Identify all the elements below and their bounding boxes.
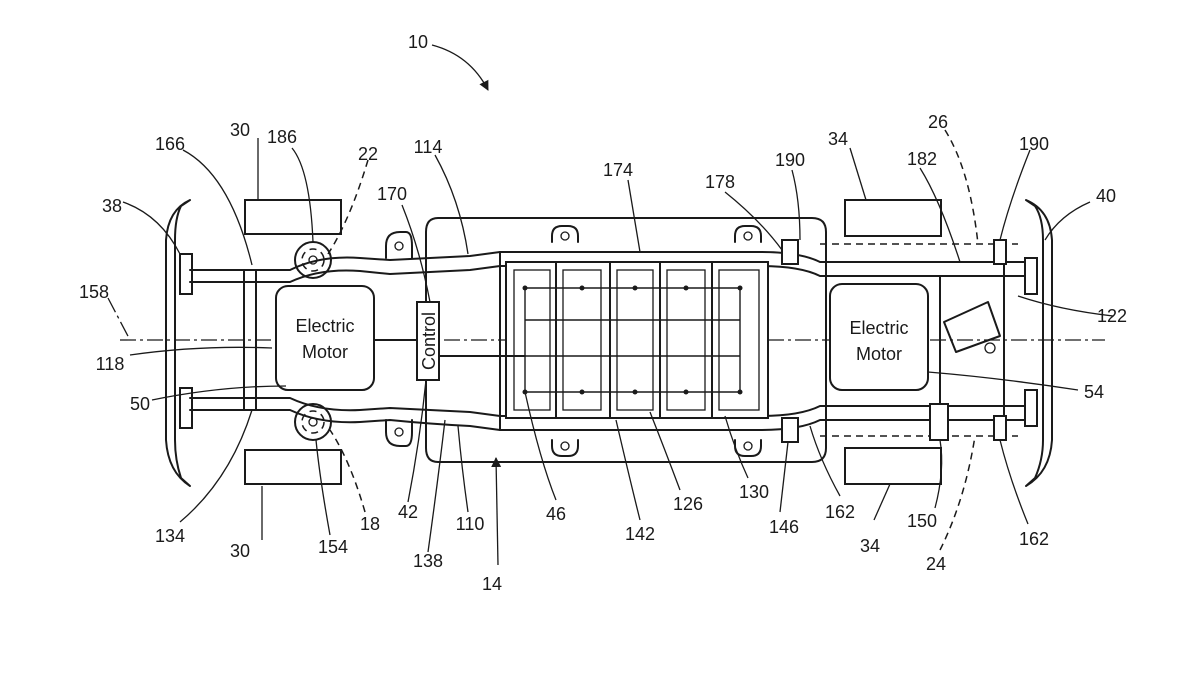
- ref-122: 122: [1097, 306, 1127, 326]
- ref-190-right: 190: [1019, 134, 1049, 154]
- front-motor-label-line1: Electric: [295, 316, 354, 336]
- ref-34-bottom: 34: [860, 536, 880, 556]
- ref-22: 22: [358, 144, 378, 164]
- mounting-tabs: [385, 225, 762, 457]
- ref-38: 38: [102, 196, 122, 216]
- ref-50: 50: [130, 394, 150, 414]
- rear-mount-block-162: [993, 415, 1007, 441]
- rear-motor-label-line2: Motor: [856, 344, 902, 364]
- rear-motor-label-line1: Electric: [849, 318, 908, 338]
- ref-142: 142: [625, 524, 655, 544]
- rear-bumper-bracket-upper: [1024, 257, 1038, 295]
- front-bumper: [165, 199, 191, 487]
- ref-46: 46: [546, 504, 566, 524]
- front-electric-motor: [275, 285, 375, 391]
- ref-114: 114: [414, 137, 443, 157]
- ref-24: 24: [926, 554, 946, 574]
- ref-30-top: 30: [230, 120, 250, 140]
- rear-bumper-bracket-lower: [1024, 389, 1038, 427]
- ref-182: 182: [907, 149, 937, 169]
- rear-mount-block-150: [929, 403, 949, 441]
- rear-electric-motor: [829, 283, 929, 391]
- battery-cell-grid: [505, 261, 769, 419]
- ref-178: 178: [705, 172, 735, 192]
- ref-186: 186: [267, 127, 297, 147]
- ref-34-top: 34: [828, 129, 848, 149]
- front-wheel-right: [244, 449, 342, 485]
- ref-154: 154: [318, 537, 348, 557]
- ref-190-left: 190: [775, 150, 805, 170]
- ref-146: 146: [769, 517, 799, 537]
- ref-162-left: 162: [825, 502, 855, 522]
- ref-134: 134: [155, 526, 185, 546]
- front-bumper-bracket-upper: [179, 253, 193, 295]
- front-motor-label-line2: Motor: [302, 342, 348, 362]
- ref-118: 118: [96, 354, 125, 374]
- ref-26: 26: [928, 112, 948, 132]
- reference-numerals: 10 166 30 186 22 114 170 174 178 190 34 …: [79, 32, 1127, 594]
- ref-174: 174: [603, 160, 633, 180]
- ref-14: 14: [482, 574, 502, 594]
- rear-hitch-mechanism: [943, 301, 1001, 353]
- front-suspension-mount-lower: [294, 403, 332, 441]
- control-module-label: Control: [419, 312, 439, 370]
- rear-wheel-right: [844, 447, 942, 485]
- ref-40: 40: [1096, 186, 1116, 206]
- ref-166: 166: [155, 134, 185, 154]
- ref-18: 18: [360, 514, 380, 534]
- ref-54: 54: [1084, 382, 1104, 402]
- ref-162-right: 162: [1019, 529, 1049, 549]
- rear-wheel-left: [844, 199, 942, 237]
- battery-tray-outline: [425, 217, 827, 463]
- frame-rail-upper-inner: [189, 265, 1026, 283]
- leader-lines: [107, 44, 1114, 566]
- frame-rail-lower: [189, 397, 1026, 417]
- ref-126: 126: [673, 494, 703, 514]
- ref-158: 158: [79, 282, 109, 302]
- ref-110: 110: [456, 514, 485, 534]
- ref-170: 170: [377, 184, 407, 204]
- rear-mount-block-190: [993, 239, 1007, 265]
- front-wheel-left: [244, 199, 342, 235]
- rear-mount-block-146: [781, 417, 799, 443]
- rear-hitch-pin: [984, 342, 996, 354]
- rear-bumper: [1025, 199, 1053, 487]
- ref-130: 130: [739, 482, 769, 502]
- ref-150: 150: [907, 511, 937, 531]
- ref-138: 138: [413, 551, 443, 571]
- ref-42: 42: [398, 502, 418, 522]
- ref-30-bottom: 30: [230, 541, 250, 561]
- rear-mount-block-178: [781, 239, 799, 265]
- ref-10: 10: [408, 32, 428, 52]
